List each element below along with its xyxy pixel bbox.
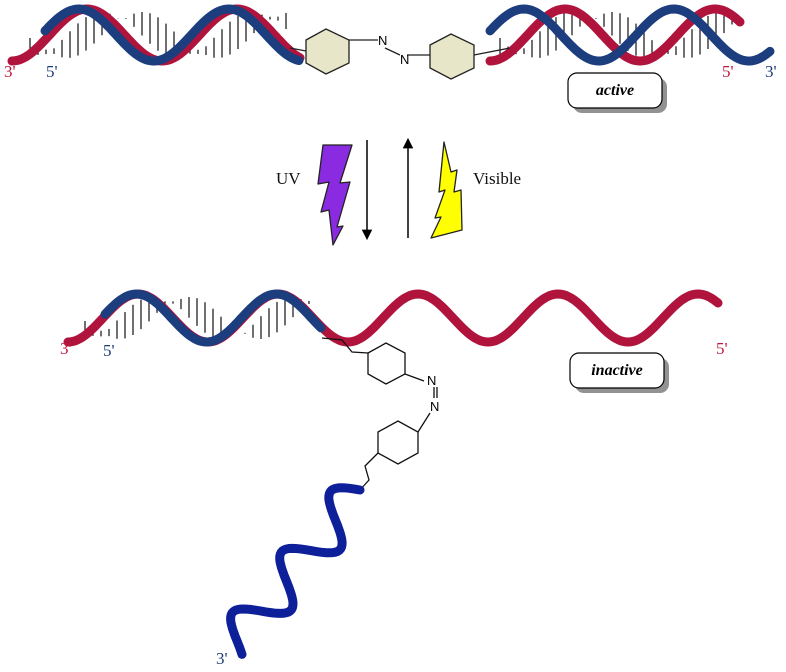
top-linker-right [473,47,511,56]
cis-azobenzene [321,337,438,491]
active-label: active [596,82,634,99]
top-benzene-ring-left [305,28,350,75]
inactive-badge: inactive [569,352,669,393]
top-atom-n2: N [400,52,409,67]
dissociated-blue-tail [226,483,365,659]
uv-label: UV [276,169,301,188]
bottom-left-red-end: 3' [60,339,72,358]
bottom-benzene-ring-upper [367,342,406,385]
top-blue-strand [40,4,775,66]
light-switch: UV Visible [276,137,521,246]
bottom-linker-upper [321,337,369,354]
bottom-benzene-ring-lower [377,420,419,465]
inactive-duplex: N N 3' 5' 5' 3' inactive [60,289,728,668]
top-atom-n1: N [378,33,387,48]
top-right-red-end: 5' [722,62,734,81]
bottom-ring-bond-lower [417,412,431,433]
active-duplex: N N 3' 5' 5' 3' active [4,4,777,113]
bottom-atom-n2: N [430,399,439,414]
bottom-atom-n1: N [427,373,436,388]
top-left-red-end: 3' [4,62,16,81]
visible-bolt-icon [430,141,463,239]
bottom-ring-bond-upper [404,373,425,382]
visible-label: Visible [473,169,521,188]
bottom-left-blue-end: 5' [103,341,115,360]
top-right-blue-end: 3' [765,62,777,81]
bottom-blue-strand [100,289,326,347]
bottom-linker-lower [359,452,379,491]
tail-end-label: 3' [216,649,228,668]
top-left-blue-end: 5' [46,62,58,81]
top-nn-bond [384,47,401,56]
uv-bolt-icon [317,144,353,246]
top-benzene-ring-right [429,33,475,80]
active-badge: active [567,72,667,113]
inactive-label: inactive [591,362,643,379]
top-linker-left [289,47,307,52]
bottom-right-red-end: 5' [716,339,728,358]
trans-azobenzene [289,28,511,80]
